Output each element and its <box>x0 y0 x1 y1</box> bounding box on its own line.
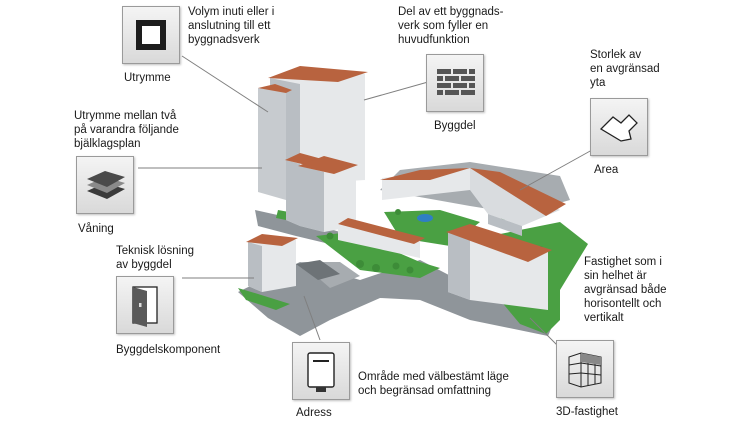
3d-fastighet-icon-box <box>556 340 614 398</box>
byggdelskomponent-description: Teknisk lösning av byggdel <box>116 245 194 271</box>
leader-adress <box>303 295 321 341</box>
middle-block <box>338 218 425 258</box>
3d-grid-icon <box>568 352 602 388</box>
floor-slab-icon <box>87 171 125 199</box>
byggdel-label: Byggdel <box>434 120 476 132</box>
byggdelskomponent-label: Byggdelskomponent <box>116 344 221 356</box>
byggdelskomponent-icon-box <box>116 276 174 334</box>
vaning-label: Våning <box>78 223 114 235</box>
3d-fastighet-label: 3D-fastighet <box>556 406 619 418</box>
utrymme-label: Utrymme <box>124 72 171 84</box>
leader-area <box>519 149 593 191</box>
brick-wall-icon <box>437 69 475 95</box>
long-block <box>380 168 566 236</box>
area-label: Area <box>594 164 619 176</box>
3d-fastighet-description: Fastighet som i sin helhet är avgränsad … <box>584 256 667 324</box>
adress-description: Område med välbestämt läge och begränsad… <box>358 371 509 397</box>
tower-small <box>285 153 358 232</box>
leader-byggdel <box>363 81 429 101</box>
door-icon <box>132 286 158 327</box>
adress-label: Adress <box>296 407 332 419</box>
utrymme-description: Volym inuti eller i anslutning till ett … <box>188 6 275 46</box>
byggdel-description: Del av ett byggnads- verk som fyller en … <box>398 6 504 46</box>
leader-utrymme <box>181 55 269 113</box>
foreground-block <box>446 224 552 310</box>
adress-icon-box <box>292 342 350 400</box>
utrymme-icon-box <box>122 6 180 64</box>
vaning-icon-box <box>76 156 134 214</box>
left-block <box>246 234 340 292</box>
area-icon-box <box>590 98 648 156</box>
pond <box>417 214 433 222</box>
vaning-description: Utrymme mellan två på varandra följande … <box>74 110 179 150</box>
room-square-icon <box>136 20 166 50</box>
tower-tall <box>258 66 368 200</box>
mailbox-icon <box>307 352 335 392</box>
byggdel-icon-box <box>426 54 484 112</box>
area-description: Storlek av en avgränsad yta <box>590 49 660 89</box>
floor-outline-icon <box>599 114 638 142</box>
